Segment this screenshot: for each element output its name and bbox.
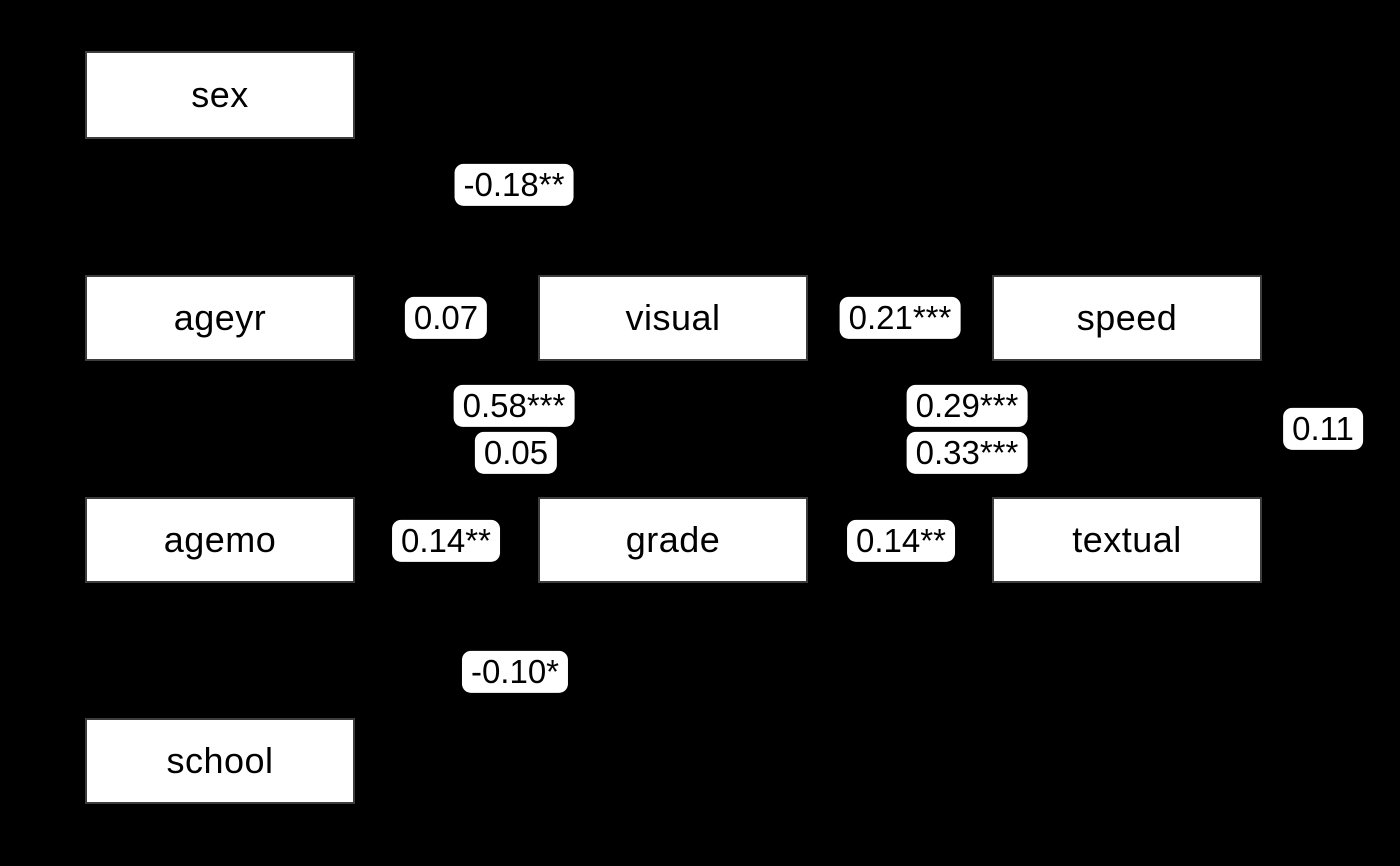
edge-label: 0.14** bbox=[847, 519, 955, 563]
node-agemo: agemo bbox=[85, 497, 355, 583]
edge-label: 0.05 bbox=[474, 431, 558, 475]
node-label: school bbox=[166, 740, 274, 781]
node-label: speed bbox=[1076, 297, 1178, 338]
node-label: grade bbox=[625, 519, 721, 560]
node-label: textual bbox=[1072, 519, 1182, 560]
node-speed: speed bbox=[992, 275, 1262, 361]
node-visual: visual bbox=[538, 275, 808, 361]
node-label: visual bbox=[625, 297, 721, 338]
edge-label: 0.07 bbox=[404, 296, 488, 340]
edge-label: 0.29*** bbox=[906, 384, 1028, 428]
node-grade: grade bbox=[538, 497, 808, 583]
edge-label: 0.58*** bbox=[453, 384, 575, 428]
edge-label: 0.21*** bbox=[839, 296, 961, 340]
node-label: sex bbox=[191, 74, 249, 115]
node-school: school bbox=[85, 718, 355, 804]
node-label: agemo bbox=[163, 519, 277, 560]
edge-label: -0.10* bbox=[461, 650, 569, 694]
edge-label: -0.18** bbox=[454, 163, 574, 207]
node-label: ageyr bbox=[173, 297, 267, 338]
node-sex: sex bbox=[85, 51, 355, 139]
edge-label: 0.14** bbox=[392, 519, 500, 563]
node-ageyr: ageyr bbox=[85, 275, 355, 361]
edge-label: 0.11 bbox=[1283, 407, 1363, 451]
node-textual: textual bbox=[992, 497, 1262, 583]
edge-label: 0.33*** bbox=[906, 431, 1028, 475]
